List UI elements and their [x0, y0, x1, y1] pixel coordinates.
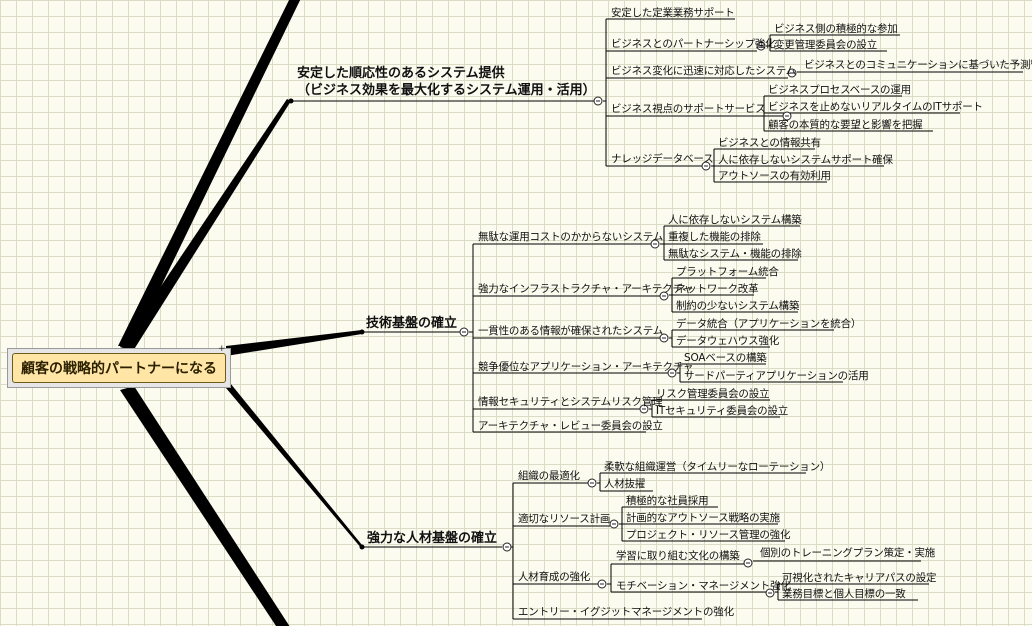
node-b2-s1-1[interactable]: 人に依存しないシステム構築 — [668, 214, 802, 226]
node-b1-s3-1[interactable]: ビジネスとのコミュニケーションに基づいた予測管理 — [804, 59, 1032, 71]
node-b3-s3-2-1[interactable]: 可視化されたキャリアパスの設定 — [782, 572, 937, 584]
node-b1-s4-3[interactable]: 顧客の本質的な要望と影響を把握 — [768, 119, 923, 131]
node-b2-s5[interactable]: 情報セキュリティとシステムリスク管理 — [478, 396, 663, 408]
node-b3-s1-2[interactable]: 人材抜擢 — [604, 478, 646, 490]
node-b1-s5-2[interactable]: 人に依存しないシステムサポート確保 — [718, 154, 893, 166]
node-b1-s2-2[interactable]: 変更管理委員会の設立 — [774, 39, 877, 51]
node-b2-s4-1[interactable]: SOAベースの構築 — [684, 352, 767, 364]
branch-line-b2 — [226, 330, 362, 356]
branch-title-stable-system[interactable]: 安定した順応性のあるシステム提供 — [297, 66, 505, 81]
node-b3-s2-3[interactable]: プロジェクト・リソース管理の強化 — [626, 529, 791, 541]
node-b1-s2[interactable]: ビジネスとのパートナーシップ強化 — [611, 38, 776, 50]
node-b3-s3-2-2[interactable]: 業務目標と個人目標の一致 — [782, 588, 906, 600]
node-b2-s2-1[interactable]: プラットフォーム統合 — [676, 266, 779, 278]
node-b2-s3-2[interactable]: データウェハウス強化 — [676, 335, 779, 347]
node-b1-s3[interactable]: ビジネス変化に迅速に対応したシステム — [611, 65, 797, 77]
node-b2-s1-2[interactable]: 重複した機能の排除 — [668, 231, 761, 243]
node-b3-s2-2[interactable]: 計画的なアウトソース戦略の実施 — [626, 512, 780, 524]
node-b2-s6[interactable]: アーキテクチャ・レビュー委員会の設立 — [478, 420, 663, 432]
branch-line-offscreen-top — [118, 0, 301, 346]
node-b3-s2[interactable]: 適切なリソース計画 — [518, 513, 611, 525]
node-b2-s1[interactable]: 無駄な運用コストのかからないシステム — [478, 231, 664, 243]
node-b1-s4-1[interactable]: ビジネスプロセスベースの運用 — [768, 84, 911, 96]
node-b3-s3-1-1[interactable]: 個別のトレーニングプラン策定・実施 — [760, 547, 936, 559]
branch-subtitle-stable-system[interactable]: （ビジネス効果を最大化するシステム運用・活用） — [297, 83, 596, 98]
node-b2-s2[interactable]: 強力なインフラストラクチャ・アーキテクチャ — [478, 283, 693, 295]
node-b3-s4[interactable]: エントリー・イグジットマネージメントの強化 — [518, 606, 734, 618]
node-b3-s3-2[interactable]: モチベーション・マネージメント強化 — [616, 580, 791, 592]
node-b2-s5-1[interactable]: リスク管理委員会の設立 — [656, 388, 770, 400]
node-b1-s1[interactable]: 安定した定業業務サポート — [611, 7, 735, 19]
node-b3-s3[interactable]: 人材育成の強化 — [518, 571, 591, 583]
branch-line-b1 — [120, 99, 291, 351]
node-b3-s2-1[interactable]: 積極的な社員採用 — [626, 495, 709, 507]
node-b2-s4[interactable]: 競争優位なアプリケーション・アーキテクチャ — [478, 361, 694, 373]
branch-title-tech-foundation[interactable]: 技術基盤の確立 — [366, 316, 458, 331]
node-b2-s1-3[interactable]: 無駄なシステム・機能の排除 — [668, 248, 802, 260]
node-b2-s2-2[interactable]: ネットワーク改革 — [676, 283, 759, 295]
node-b1-s2-1[interactable]: ビジネス側の積極的な参加 — [774, 23, 898, 35]
node-b3-s3-1[interactable]: 学習に取り組む文化の構築 — [616, 550, 740, 562]
node-b1-s4-2[interactable]: ビジネスを止めないリアルタイムのITサポート — [768, 101, 983, 113]
node-b1-s5[interactable]: ナレッジデータベース — [611, 153, 714, 165]
node-b3-s1[interactable]: 組織の最適化 — [518, 470, 580, 482]
node-b3-s1-1[interactable]: 柔軟な組織運営（タイムリーなローテーション） — [604, 461, 831, 473]
expand-icon[interactable]: + — [218, 344, 226, 354]
branch-title-hr-foundation[interactable]: 強力な人材基盤の確立 — [367, 531, 498, 546]
node-b2-s3-1[interactable]: データ統合（アプリケーションを統合） — [676, 318, 862, 330]
branch-line-b3 — [226, 378, 362, 549]
node-b1-s5-3[interactable]: アウトソースの有効利用 — [718, 170, 831, 182]
node-b1-s4[interactable]: ビジネス視点のサポートサービス — [611, 103, 766, 115]
central-topic[interactable]: 顧客の戦略的パートナーになる + — [7, 344, 231, 388]
node-b2-s4-2[interactable]: サードパーティアプリケーションの活用 — [684, 370, 869, 382]
node-b2-s2-3[interactable]: 制約の少ないシステム構築 — [676, 300, 800, 312]
central-topic-label: 顧客の戦略的パートナーになる — [12, 353, 226, 383]
branch-line-offscreen-bottom — [120, 386, 290, 626]
node-b1-s5-1[interactable]: ビジネスとの情報共有 — [718, 137, 821, 149]
node-b2-s5-2[interactable]: ITセキュリティ委員会の設立 — [656, 405, 789, 417]
node-b2-s3[interactable]: 一貫性のある情報が確保されたシステム — [478, 325, 664, 337]
